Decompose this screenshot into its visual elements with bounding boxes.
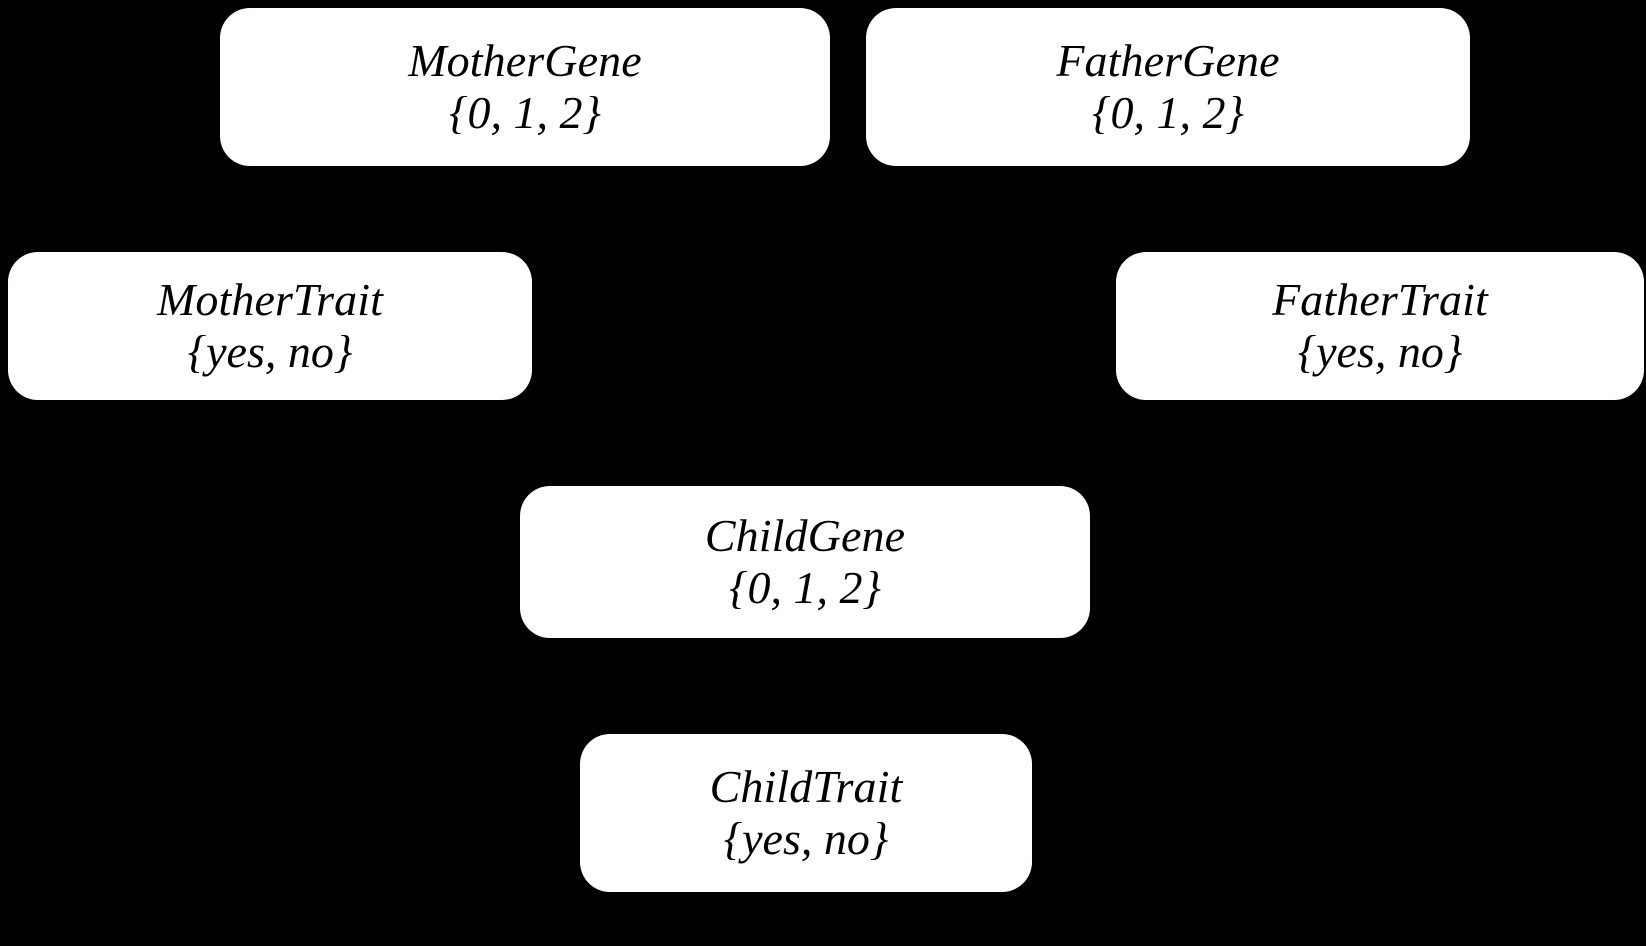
node-child-trait-domain: {yes, no} (723, 813, 889, 864)
node-mother-gene-domain: {0, 1, 2} (449, 87, 601, 138)
node-mother-gene[interactable]: MotherGene {0, 1, 2} (220, 8, 830, 166)
node-child-gene-domain: {0, 1, 2} (729, 562, 881, 613)
node-child-gene-label: ChildGene (704, 510, 906, 562)
node-child-trait-label: ChildTrait (709, 761, 903, 813)
node-mother-gene-label: MotherGene (408, 35, 642, 87)
node-father-trait-domain: {yes, no} (1297, 326, 1463, 377)
node-father-gene-domain: {0, 1, 2} (1092, 87, 1244, 138)
node-father-trait-label: FatherTrait (1272, 274, 1488, 326)
node-father-gene-label: FatherGene (1056, 35, 1280, 87)
node-mother-trait[interactable]: MotherTrait {yes, no} (8, 252, 532, 400)
node-child-gene[interactable]: ChildGene {0, 1, 2} (520, 486, 1090, 638)
node-mother-trait-domain: {yes, no} (187, 326, 353, 377)
node-mother-trait-label: MotherTrait (156, 274, 384, 326)
node-father-trait[interactable]: FatherTrait {yes, no} (1116, 252, 1644, 400)
node-child-trait[interactable]: ChildTrait {yes, no} (580, 734, 1032, 892)
node-father-gene[interactable]: FatherGene {0, 1, 2} (866, 8, 1470, 166)
